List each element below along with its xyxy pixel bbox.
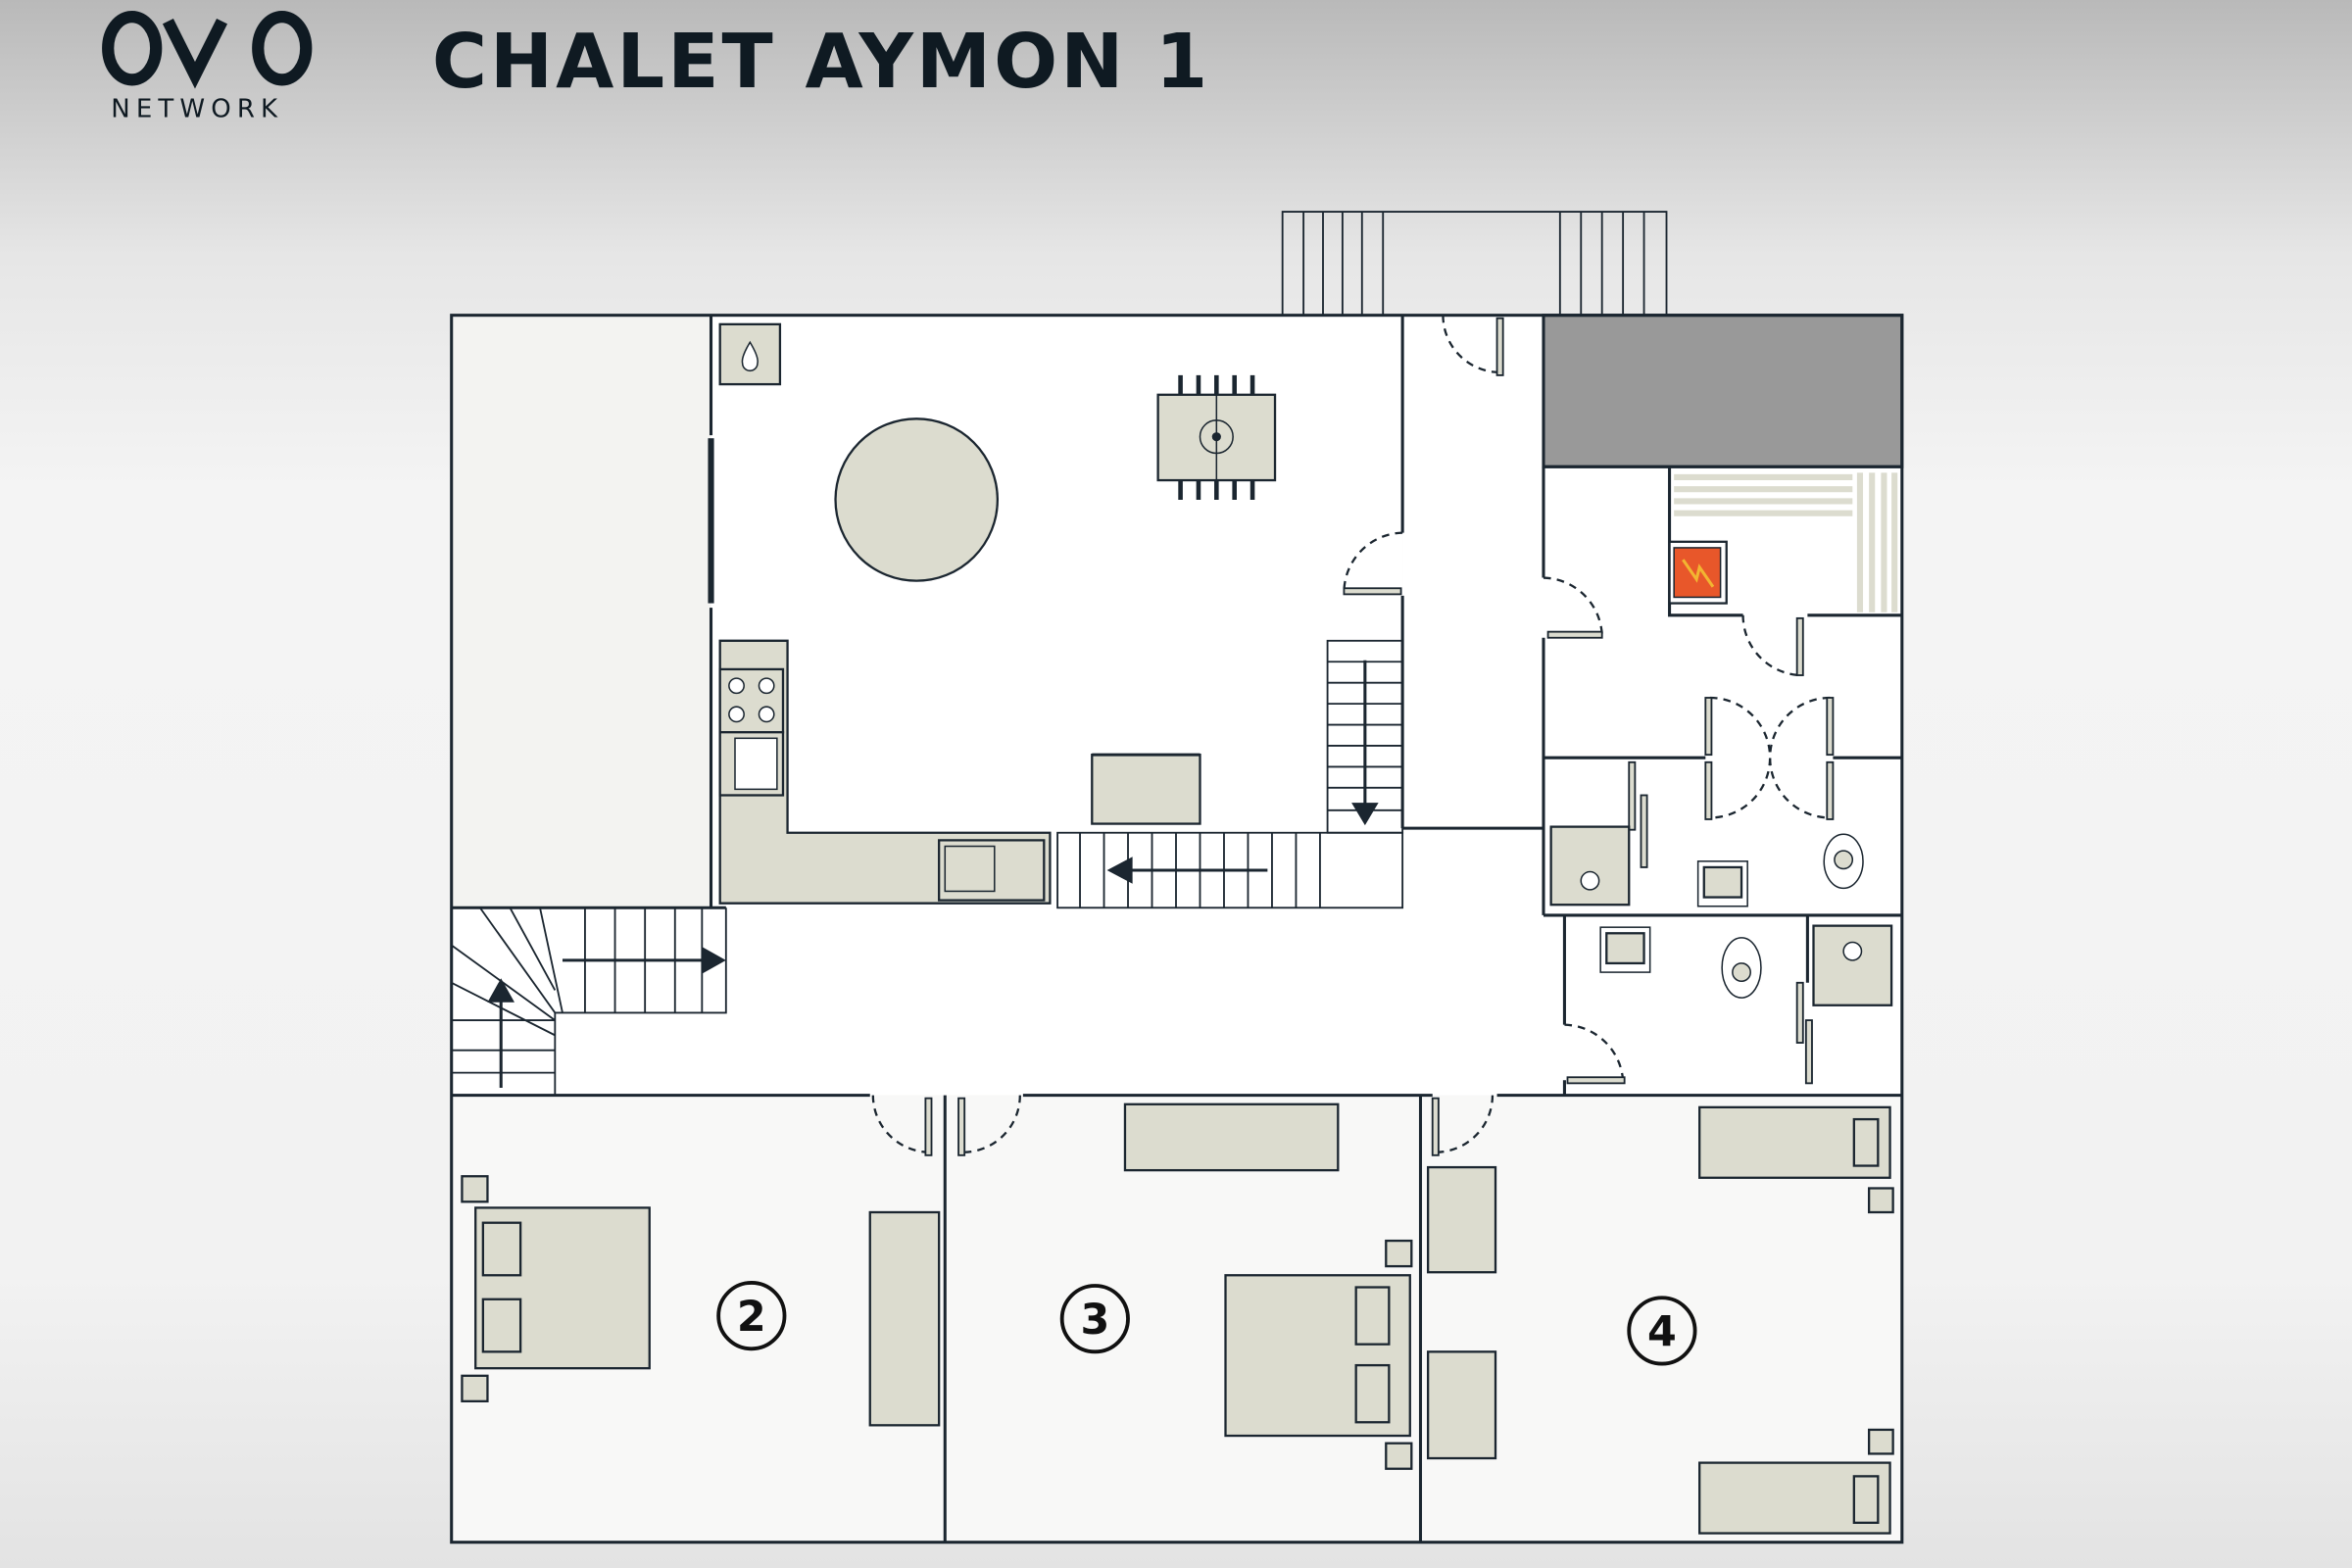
room-2: 2 <box>461 1175 941 1427</box>
room-number: 2 <box>737 1293 766 1342</box>
sliding-door <box>708 438 714 604</box>
foosball-table <box>1156 374 1277 500</box>
wardrobe <box>1426 1165 1497 1274</box>
logo: NETWORK <box>102 10 313 124</box>
page-title: CHALET AYMON 1 <box>432 19 1211 106</box>
entrance-steps <box>1281 211 1668 316</box>
water-drop-icon <box>741 340 759 372</box>
kitchen <box>718 639 1201 905</box>
room-number: 3 <box>1080 1296 1109 1345</box>
living-area <box>710 315 1403 908</box>
room-3: 3 <box>1059 1102 1413 1470</box>
sauna <box>1668 472 1898 612</box>
wardrobe <box>868 1210 941 1427</box>
wardrobe <box>1426 1350 1497 1460</box>
staircase <box>450 639 1404 1097</box>
round-table <box>834 417 1000 582</box>
logo-subtitle: NETWORK <box>111 95 283 124</box>
walls <box>450 314 1904 1544</box>
technical-room <box>1542 314 1904 468</box>
room-number: 4 <box>1647 1307 1677 1356</box>
doors <box>871 315 1835 1156</box>
storage-room <box>451 315 711 908</box>
bathroom-fixtures <box>1549 825 1893 1006</box>
wardrobe <box>1123 1102 1340 1172</box>
room-4: 4 <box>1426 1105 1894 1535</box>
